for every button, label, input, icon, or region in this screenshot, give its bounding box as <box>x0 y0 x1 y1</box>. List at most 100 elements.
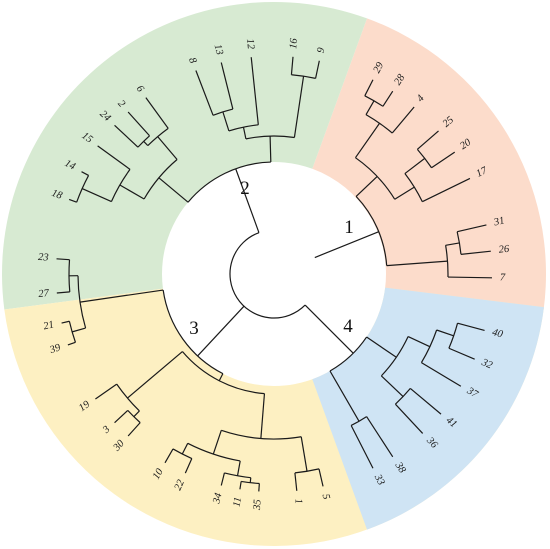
cluster-4-0-1-0-arc <box>137 135 150 148</box>
leaf-label-16: 16 <box>288 37 300 49</box>
leaf-branch-40 <box>457 322 485 331</box>
leaf-label-2: 2 <box>115 98 127 110</box>
leaf-branch-31 <box>457 224 487 233</box>
leaf-branch-6 <box>145 97 169 129</box>
leaf-branch-1 <box>294 472 298 491</box>
leaf-branch-27 <box>56 291 70 294</box>
leaf-label-39: 39 <box>48 342 63 356</box>
leaf-branch-35 <box>258 483 260 492</box>
leaf-branch-38 <box>366 416 394 458</box>
cluster-3-0-0-1-arc <box>187 442 241 462</box>
cluster-4-arc <box>187 161 271 203</box>
leaf-branch-28 <box>382 90 394 107</box>
cluster-4-0-0-arc <box>110 169 131 202</box>
cluster-3-0-0-1-branch-0 <box>236 460 241 476</box>
leaf-branch-29 <box>364 79 374 97</box>
cluster-3-1-arc <box>77 275 87 329</box>
leaf-label-11: 11 <box>232 496 244 507</box>
leaf-branch-26 <box>460 250 491 255</box>
cluster-2-0-branch-1 <box>380 375 404 397</box>
cluster-3-0-arc <box>181 351 265 395</box>
cluster-stem-2 <box>304 304 354 354</box>
leaf-branch-30 <box>127 422 141 437</box>
cluster-sector-4 <box>312 287 544 530</box>
leaf-label-31: 31 <box>492 215 506 228</box>
cluster-4-0-branch-1 <box>157 136 178 160</box>
leaf-label-1: 1 <box>292 498 303 504</box>
cluster-stem-4 <box>235 168 260 233</box>
leaf-branch-14 <box>81 171 89 176</box>
leaf-branch-19 <box>95 383 118 400</box>
leaf-label-13: 13 <box>212 43 225 56</box>
leaf-branch-41 <box>409 387 442 415</box>
cluster-2-arc <box>329 336 368 372</box>
cluster-3-1-branch-0 <box>71 327 86 333</box>
cluster-label-4: 4 <box>343 316 353 337</box>
leaf-label-4: 4 <box>415 93 427 105</box>
cluster-4-1-0-branch-0 <box>222 111 230 132</box>
cluster-3-0-0-1-0-branch-0 <box>249 477 252 483</box>
cluster-stem-3 <box>197 305 245 357</box>
cluster-4-branch-0 <box>158 177 189 203</box>
leaf-branch-39 <box>67 341 76 346</box>
leaf-branch-16 <box>290 56 294 75</box>
cluster-3-0-branch-1 <box>127 351 183 399</box>
cluster-3-0-0-arc <box>221 429 302 440</box>
cluster-2-0-arc <box>380 336 409 377</box>
leaf-label-33: 33 <box>371 472 386 487</box>
cluster-4-1-0-arc <box>228 124 259 132</box>
leaf-branch-10 <box>164 448 174 464</box>
cluster-2-0-0-branch-0 <box>436 329 454 337</box>
cluster-1-1-branch-0 <box>445 242 460 246</box>
cluster-4-0-1-branch-0 <box>143 140 149 147</box>
leaf-label-6: 6 <box>134 84 146 95</box>
cluster-2-0-branch-0 <box>407 336 431 348</box>
cluster-1-0-branch-0 <box>354 122 381 159</box>
cluster-2-branch-1 <box>329 370 360 422</box>
leaf-branch-8 <box>195 70 214 116</box>
leaf-branch-15 <box>97 145 131 170</box>
cluster-3-0-0-0-arc <box>294 468 320 474</box>
cluster-1-branch-0 <box>355 176 378 197</box>
leaf-branch-22 <box>184 458 193 474</box>
leaf-label-21: 21 <box>42 319 55 332</box>
cluster-3-0-branch-0 <box>260 393 266 439</box>
leaf-label-34: 34 <box>211 491 225 506</box>
leaf-branch-5 <box>318 468 324 487</box>
cluster-3-0-0-branch-0 <box>300 436 308 472</box>
cluster-label-3: 3 <box>189 318 199 339</box>
leaf-branch-4 <box>391 106 415 134</box>
leaf-label-8: 8 <box>186 56 198 66</box>
leaf-branch-3 <box>114 409 129 424</box>
cluster-3-0-1-branch-0 <box>133 410 140 418</box>
leaf-branch-7 <box>447 276 492 279</box>
leaf-branch-21 <box>61 320 70 324</box>
leaf-label-23: 23 <box>38 252 49 264</box>
cluster-label-2: 2 <box>240 178 250 199</box>
leaf-label-22: 22 <box>173 477 188 492</box>
cluster-3-0-1-0-arc <box>127 409 141 424</box>
cluster-4-0-arc <box>143 159 178 200</box>
leaf-branch-12 <box>250 57 259 125</box>
leaf-label-7: 7 <box>500 272 506 283</box>
leaf-branch-17 <box>422 177 471 203</box>
cluster-3-branch-0 <box>218 373 224 382</box>
leaf-branch-18 <box>68 198 77 203</box>
cluster-3-0-0-1-0-arc <box>224 472 251 479</box>
leaf-label-15: 15 <box>79 130 94 145</box>
leaf-branch-23 <box>56 258 70 261</box>
cluster-1-0-0-branch-0 <box>365 100 375 115</box>
leaf-branch-2 <box>127 111 150 137</box>
leaf-branch-33 <box>350 425 374 469</box>
leaf-branch-36 <box>394 403 424 434</box>
leaf-label-5: 5 <box>320 493 332 501</box>
leaf-branch-34 <box>220 472 225 486</box>
dendrogram-branches <box>56 56 492 492</box>
cluster-2-0-1-arc <box>394 388 411 405</box>
leaf-branch-11 <box>239 481 242 490</box>
cluster-4-1-branch-0 <box>242 127 247 140</box>
root-arc <box>229 232 306 319</box>
leaf-label-26: 26 <box>498 244 510 256</box>
